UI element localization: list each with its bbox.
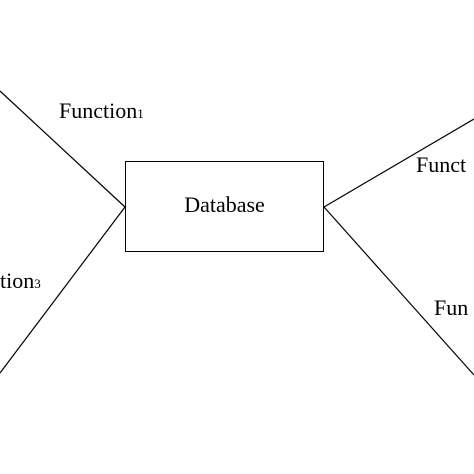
connector-line-function3 bbox=[0, 206, 126, 374]
function2-label-text: Funct bbox=[416, 152, 467, 177]
database-node: Database bbox=[125, 161, 324, 252]
function1-label-text: Function bbox=[59, 98, 138, 123]
database-label: Database bbox=[184, 191, 265, 217]
function1-label: Function1 bbox=[59, 100, 144, 122]
function3-label: tion3 bbox=[0, 270, 41, 292]
function3-label-text: tion bbox=[0, 268, 35, 293]
function3-label-sub: 3 bbox=[34, 276, 41, 291]
connector-line-function2 bbox=[323, 118, 474, 208]
function2-label: Funct bbox=[416, 154, 466, 176]
function4-label: Fun bbox=[434, 297, 468, 319]
connector-line-function1 bbox=[0, 90, 126, 208]
function4-label-text: Fun bbox=[434, 295, 469, 320]
connector-line-function4 bbox=[323, 206, 474, 376]
function1-label-sub: 1 bbox=[137, 106, 144, 121]
